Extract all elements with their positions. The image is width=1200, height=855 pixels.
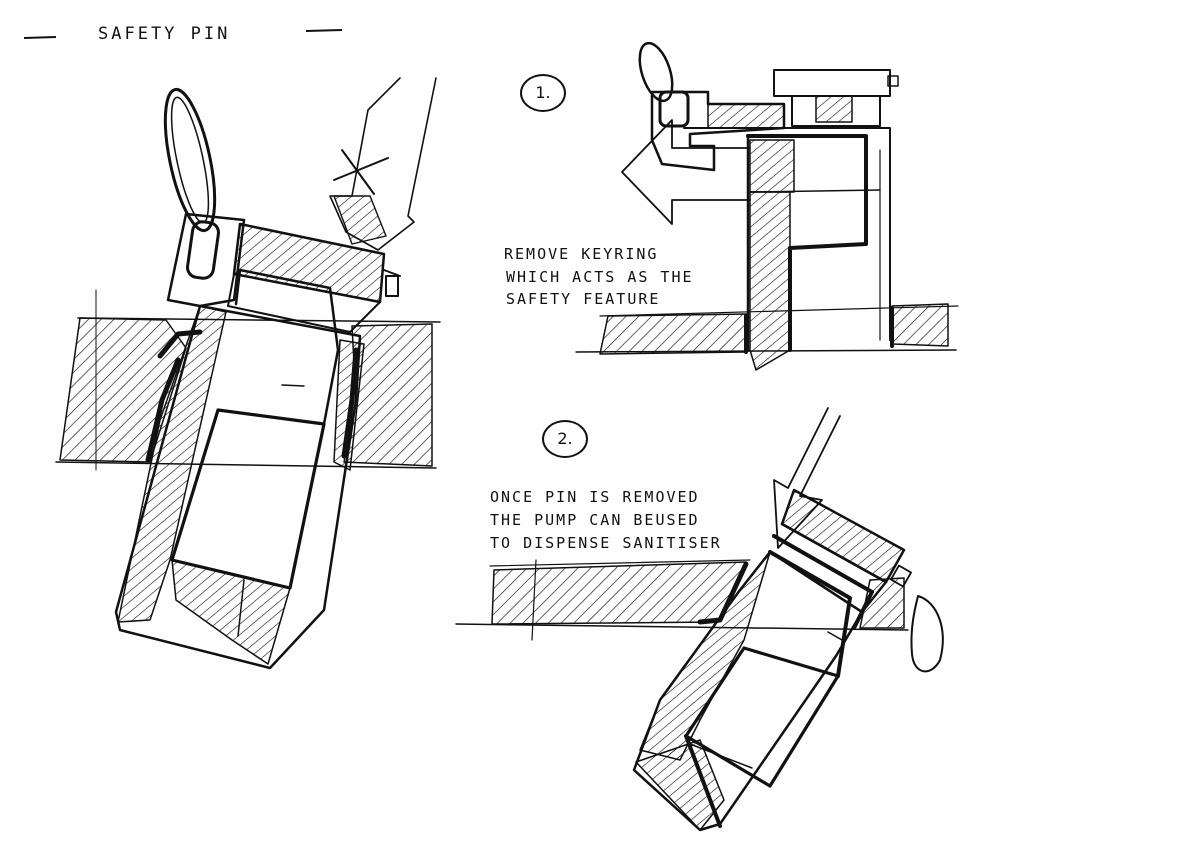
step-1-badge: 1. — [520, 74, 566, 112]
step-2-badge: 2. — [542, 420, 588, 458]
step-1-caption-line: SAFETY FEATURE — [506, 290, 661, 308]
step2-sketch — [455, 407, 944, 832]
title-dashes — [23, 29, 343, 39]
step-1-caption-line: REMOVE KEYRING — [504, 245, 659, 263]
step-2-caption-line: ONCE PIN IS REMOVED — [490, 488, 700, 506]
step-2-caption-line: TO DISPENSE SANITISER — [490, 534, 722, 552]
sketch-title: SAFETY PIN — [98, 24, 231, 44]
main-dispenser-sketch — [55, 77, 441, 670]
step-1-caption-line: WHICH ACTS AS THE — [506, 268, 694, 286]
step-2-caption-line: THE PUMP CAN BEUSED — [490, 511, 700, 529]
step1-sketch — [575, 41, 959, 371]
